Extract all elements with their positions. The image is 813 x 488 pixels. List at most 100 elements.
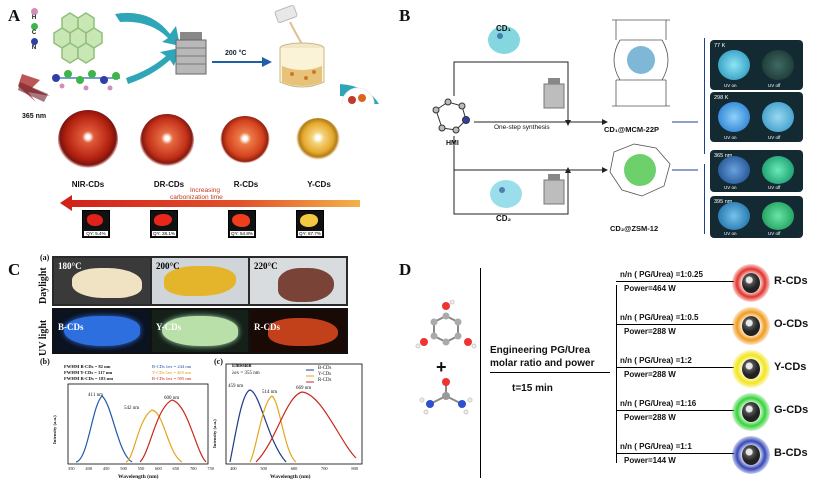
synthesis-row: n/n ( PG/Urea) =1:0.25 Power=464 W R-CDs [616,262,810,305]
powder-sample [268,318,338,346]
qy-photo: QY: 67.7% [296,210,324,238]
panel-a-reaction-scheme [52,5,379,104]
photo-tag: 298 K [714,95,729,101]
legend-item: R-CDs λex = 505 nm [152,376,192,381]
qy-value: QY: 67.7% [298,231,322,236]
photo-tag: 395 nm [714,199,733,205]
cd-particle-icon [732,264,770,302]
plot-frame [67,383,209,465]
power-label: Power=144 W [624,456,676,465]
ratio-label: n/n ( PG/Urea) =1:2 [620,356,692,365]
tick-label: 500 [260,466,267,471]
panel-c-letter: C [8,260,21,279]
sample-dot [718,102,750,132]
power-label: Power=288 W [624,370,676,379]
legend-item: R-CDs [318,378,332,383]
photo-cell: 220°C [250,258,346,304]
excitation-label: λex = 355 nm [232,371,260,376]
synthesis-label: One-step synthesis [494,124,550,131]
cd2-label: CD₂ [496,214,512,223]
tick-label: 650 [172,466,180,471]
tick-label: 700 [189,466,197,471]
tick-label: 750 [207,466,214,471]
peak-label: 600 nm [164,396,180,401]
temp-label: 180°C [58,261,82,271]
fwhm-item: FWHM Y-CDs = 117 nm [64,370,113,375]
ratio-label: n/n ( PG/Urea) =1:0.5 [620,313,699,322]
synthesis-row: n/n ( PG/Urea) =1:16 Power=288 W G-CDs [616,391,810,434]
photo-cell: R-CDs [250,310,346,352]
hmi-molecule-icon [432,98,470,134]
sphere-r-cds [220,116,270,166]
sphere-label: R-CDs [233,180,259,189]
series-y-cds [125,409,183,463]
panel-b-letter: B [399,6,411,25]
conditions-box: Engineering PG/Urea molar ratio and powe… [490,345,610,394]
cd-name: B-CDs [774,447,808,459]
curved-arrow-icon [126,48,180,84]
uv-on-label: UV on [724,185,737,190]
series-y-cds [249,395,297,463]
sphere-y-cds [296,118,340,162]
peak-label: 514 nm [262,390,278,395]
qy-photo: QY: 54.8% [228,210,256,238]
tick-label: 800 [351,466,358,471]
hmi-label: HMI [446,140,459,147]
sample-dot [718,156,750,184]
sample-dot [762,102,794,132]
arrow-line [616,281,734,282]
sample-dot [718,202,750,230]
tick-label: 600 [290,466,298,471]
beaker-icon [274,5,325,88]
peak-label: 459 nm [228,384,244,389]
cd-spheres [58,110,358,172]
sample-dot [718,50,750,80]
atom-c: C [31,30,37,36]
temperature-label: 200 °C [225,50,247,57]
ratio-label: n/n ( PG/Urea) =1:0.25 [620,270,703,279]
tick-label: 350 [68,466,75,471]
photo-cell: Y-CDs [152,310,248,352]
peak-label: 542 nm [124,406,140,411]
x-axis-label: Wavelength (nm) [270,474,311,480]
sample-dot [762,50,794,80]
atom-icon [30,38,38,45]
photo-tag: 365 nm [714,153,733,159]
tick-label: 500 [120,466,127,471]
uv-laser-icon [18,74,50,102]
cd-particle-icon [732,307,770,345]
ratio-label: n/n ( PG/Urea) =1:16 [620,399,697,408]
series-r-cds [255,391,357,463]
subpanel-b-label: (b) [40,357,50,366]
atom-n: N [31,45,37,51]
legend-item: B-CDs λex = 244 nm [152,364,192,369]
autoclave-icon [543,78,565,109]
qy-value: QY: 54.8% [230,231,254,236]
series-b-cds [75,395,133,463]
series-r-cds [139,399,207,463]
autoclave-icon [543,174,565,205]
temp-label: 200°C [156,261,180,271]
autoclave-icon [175,32,207,75]
arrow-text-bottom: carbonization time [170,194,223,201]
temp-label: 220°C [254,261,278,271]
cd-particle-icon [732,350,770,388]
y-axis-label: Intensity (a.u.) [212,419,217,448]
bracket-line [480,268,481,478]
powder-sample [278,268,334,302]
legend-item: Y-CDs λex = 465 nm [152,370,192,375]
subpanel-c-label: (c) [214,357,223,366]
uv-off-label: UV off [768,185,781,190]
atom-legend: H C N [28,8,40,51]
qy-photo: QY: 28.1% [150,210,178,238]
curved-arrow-icon [115,12,180,46]
tick-label: 400 [85,466,93,471]
arrow-line [616,324,734,325]
arrow-line [616,453,734,454]
fwhm-item: FWHM R-CDs = 183 nm [64,376,114,381]
panel-b-scheme [432,19,698,215]
synthesis-row: n/n ( PG/Urea) =1:2 Power=288 W Y-CDs [616,348,810,391]
tick-label: 450 [102,466,110,471]
power-label: Power=288 W [624,327,676,336]
cd1-particle-icon [488,26,520,54]
